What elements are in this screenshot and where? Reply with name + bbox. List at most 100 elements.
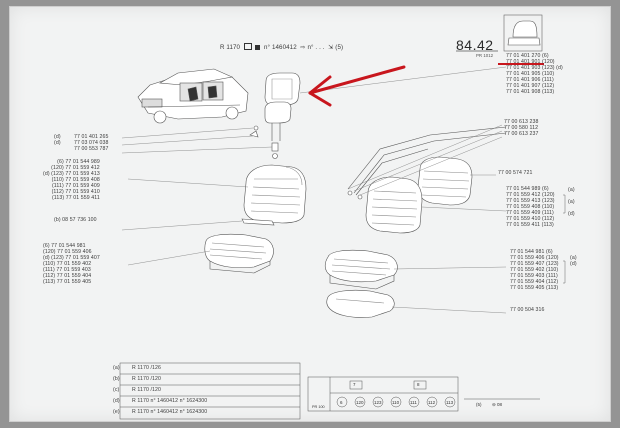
part-number: 77 01 559 406 (120) bbox=[510, 255, 559, 261]
trim-code: 113 bbox=[446, 400, 454, 405]
part-number: (113) 77 01 559 405 bbox=[43, 279, 92, 285]
seat-thumbnail-icon bbox=[503, 14, 543, 52]
part-number: 77 01 559 410 (112) bbox=[506, 216, 555, 222]
part-number: 77 01 401 270 (6) bbox=[506, 53, 549, 59]
part-number: (6) 77 01 544 989 bbox=[57, 159, 100, 165]
footnote-key: (e) bbox=[113, 409, 120, 415]
part-number: 77 01 401 905 (110) bbox=[506, 71, 555, 77]
left-seat-back-drawing bbox=[243, 164, 307, 224]
car-illustration bbox=[137, 68, 249, 124]
footnote-key: (d) bbox=[113, 398, 120, 404]
part-number: (6) 77 01 544 981 bbox=[43, 243, 86, 249]
part-number: 77 01 401 265 bbox=[74, 134, 109, 140]
right-group-1: 77 01 544 989 (6) 77 01 559 412 (120) 77… bbox=[506, 186, 555, 228]
part-number: (111) 77 01 559 403 bbox=[43, 267, 91, 273]
right-group-1-tags: (a) (a) (d) bbox=[568, 187, 575, 217]
part-number: 77 01 401 906 (111) bbox=[506, 77, 554, 83]
part-number: (d) (123) 77 01 559 407 bbox=[43, 255, 100, 261]
right-group-2: 77 01 544 981 (6) 77 01 559 406 (120) 77… bbox=[510, 249, 559, 291]
part-number: (d) (123) 77 01 559 413 bbox=[43, 171, 100, 177]
right-single-parts: 77 00 613 238 77 00 580 112 77 00 613 23… bbox=[504, 119, 538, 137]
group-brackets bbox=[563, 194, 566, 284]
part-number: 77 01 559 407 (123) bbox=[510, 261, 559, 267]
part-note: (a) bbox=[568, 199, 575, 205]
part-number: (110) 77 01 559 402 bbox=[43, 261, 92, 267]
header-model: R 1170 n° 1460412 ⇨ n° . . . ⇲ (5) bbox=[220, 43, 344, 51]
trim-code: 123 bbox=[374, 400, 382, 405]
left-group-1: 77 01 401 265 77 03 074 038 77 00 553 78… bbox=[74, 134, 108, 152]
serial-number: n° 1460412 bbox=[264, 44, 297, 51]
part-number: 77 03 074 038 bbox=[74, 140, 109, 146]
part-note: (d) bbox=[54, 134, 61, 140]
part-number: (111) 77 01 559 409 bbox=[51, 183, 100, 189]
part-number: 77 01 559 412 (120) bbox=[506, 192, 555, 198]
type-filled-icon bbox=[255, 45, 261, 50]
right-single-part-2: 77 00 574 721 bbox=[498, 170, 533, 176]
page-reference-sub: PR 1012 bbox=[476, 53, 494, 58]
footnote-texts: R 1170 /126 R 1170 /120 R 1170 /120 R 11… bbox=[132, 365, 207, 420]
page-reference: 84.42 bbox=[456, 37, 494, 53]
part-number: 77 01 559 408 (110) bbox=[506, 204, 555, 210]
part-number: 77 01 544 989 (6) bbox=[506, 186, 549, 192]
footnote-text: R 1170 /126 bbox=[132, 365, 161, 371]
part-number: 77 01 559 409 (111) bbox=[506, 210, 554, 216]
type-box-icon bbox=[243, 43, 252, 50]
part-number: (113) 77 01 559 411 bbox=[51, 195, 100, 201]
left-seat-cushion-drawing bbox=[204, 233, 274, 274]
part-note: (a) bbox=[570, 255, 577, 261]
red-arrow-annotation bbox=[308, 65, 406, 107]
fastener-drawings bbox=[249, 125, 279, 159]
right-single-part-3: 77 00 504 316 bbox=[510, 307, 545, 313]
line-drawings bbox=[119, 14, 566, 420]
trim-code: 120 bbox=[356, 400, 364, 405]
part-note: (d) bbox=[568, 211, 575, 217]
footnote-key: (b) bbox=[113, 376, 120, 382]
part-number: 77 01 559 411 (113) bbox=[506, 222, 554, 228]
part-number: (120) 77 01 559 406 bbox=[43, 249, 92, 255]
part-number: 77 01 559 413 (123) bbox=[506, 198, 555, 204]
seat-pan-drawing bbox=[326, 289, 395, 318]
part-number: 77 01 559 402 (110) bbox=[510, 267, 559, 273]
footnote-key: (c) bbox=[113, 387, 120, 393]
trim-code: 6 bbox=[340, 400, 343, 405]
top-part-list: 77 01 401 270 (6) 77 01 401 901 (120) 77… bbox=[506, 53, 563, 95]
footnote-text: R 1170 n° 1460412 n° 1624300 bbox=[132, 409, 208, 415]
header-sig: (5) bbox=[335, 44, 344, 51]
part-number: 77 01 544 981 (6) bbox=[510, 249, 553, 255]
left-group-1-prefixes: (d) (d) bbox=[54, 134, 61, 146]
part-note: (d) bbox=[54, 140, 61, 146]
trim-code: 111 bbox=[410, 400, 417, 405]
left-single-part: (b) 08 57 736 100 bbox=[54, 217, 97, 223]
leader-lines bbox=[121, 66, 507, 314]
part-number: 77 01 401 907 (112) bbox=[506, 83, 555, 89]
footnote-keys: (a) (b) (c) (d) (e) bbox=[113, 365, 120, 420]
model-code: R 1170 bbox=[220, 44, 241, 51]
part-number: 77 01 559 404 (112) bbox=[510, 279, 559, 285]
parts-catalog-page: R 1170 n° 1460412 ⇨ n° . . . ⇲ (5) 84.42… bbox=[9, 6, 611, 422]
trim-note: (5) bbox=[476, 402, 482, 407]
serial-range-end: n° . . . bbox=[307, 44, 325, 51]
part-number: (112) 77 01 559 410 bbox=[51, 189, 100, 195]
footnote-table-lines bbox=[119, 362, 301, 420]
part-number: (120) 77 01 559 412 bbox=[51, 165, 100, 171]
part-number: (112) 77 01 559 404 bbox=[43, 273, 92, 279]
headrest-drawing bbox=[264, 72, 301, 141]
trim-group-label: 8 bbox=[417, 382, 420, 387]
trim-code: 110 bbox=[392, 400, 400, 405]
right-group-2-tags: (a) (d) bbox=[570, 255, 577, 267]
part-note: (a) bbox=[568, 187, 575, 193]
trim-code-table-lines bbox=[307, 376, 540, 412]
right-seat-back-drawing bbox=[365, 176, 423, 234]
trim-code-right: ⊖ 08 bbox=[492, 402, 503, 407]
part-number: 77 00 553 787 bbox=[74, 146, 109, 152]
part-number: 77 00 613 238 bbox=[504, 119, 539, 125]
left-group-2: (6) 77 01 544 989 (120) 77 01 559 412 (d… bbox=[43, 159, 100, 201]
part-note: (d) bbox=[570, 261, 577, 267]
part-number: 77 01 559 405 (113) bbox=[510, 285, 559, 291]
trim-pr-label: PR 100 bbox=[312, 405, 325, 409]
part-number: 77 01 401 901 (120) bbox=[506, 59, 555, 65]
right-seat-back-upper-drawing bbox=[417, 156, 473, 206]
trim-code-right-value: 08 bbox=[497, 402, 503, 407]
trim-code: 112 bbox=[428, 400, 436, 405]
